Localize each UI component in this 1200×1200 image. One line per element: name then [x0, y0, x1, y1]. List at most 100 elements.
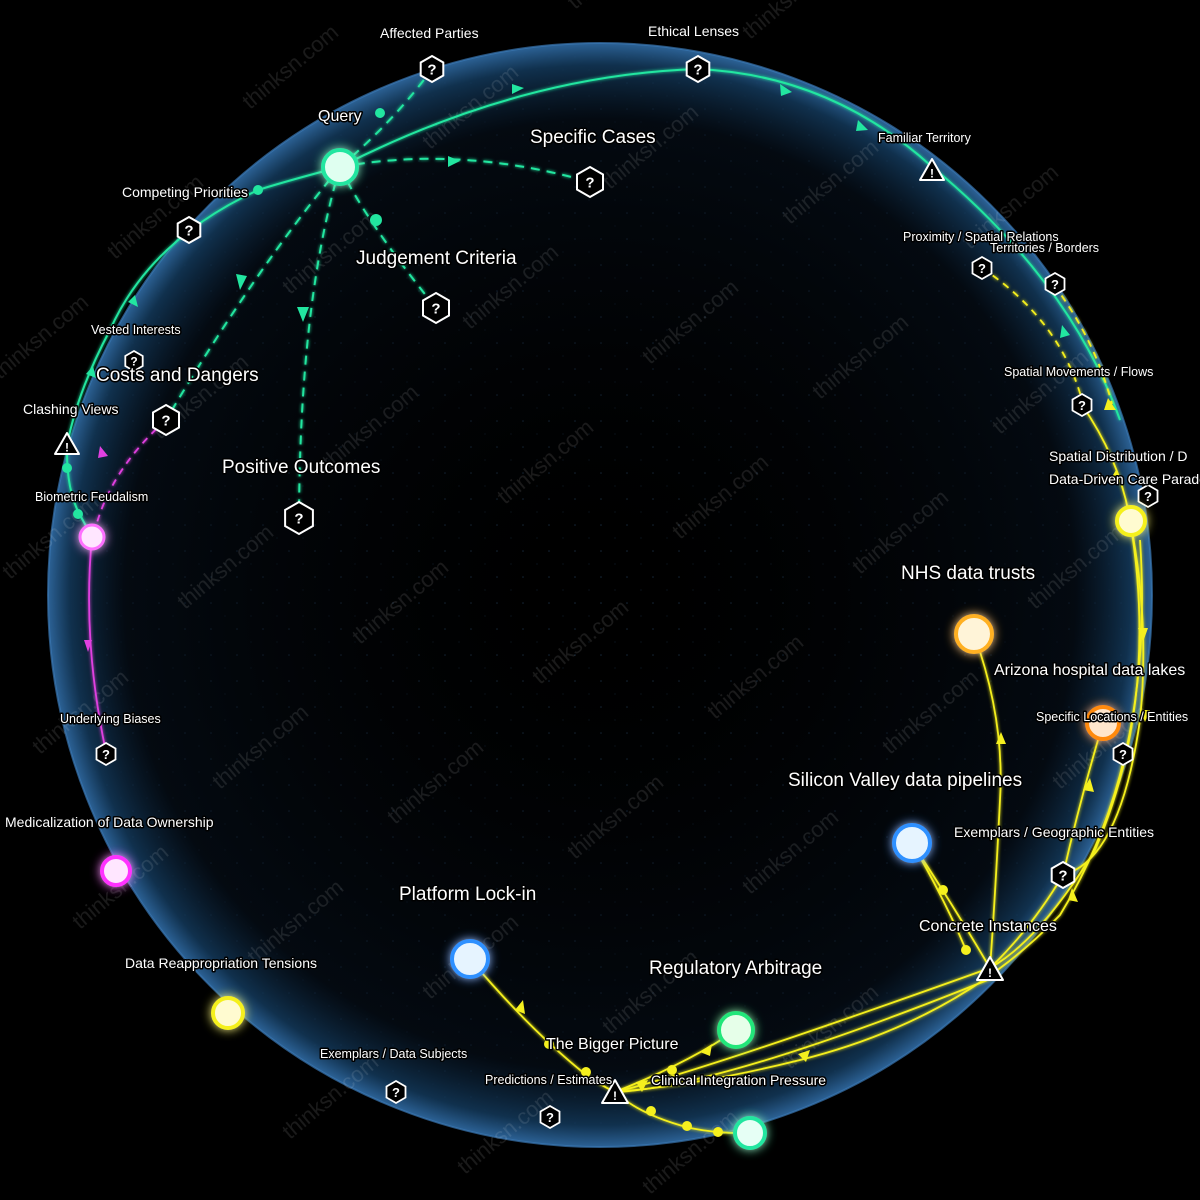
- svg-text:?: ?: [1119, 747, 1127, 762]
- question-hex-icon[interactable]: ?: [576, 165, 604, 199]
- svg-text:?: ?: [294, 511, 303, 528]
- waypoint-dot: [938, 885, 948, 895]
- question-hex-icon[interactable]: ?: [284, 500, 314, 536]
- warning-nodes: ! ! ! !: [54, 158, 1004, 1104]
- edge-competing-left-arc: [109, 189, 259, 331]
- edge-right-arc-1: [1062, 519, 1145, 876]
- arrow-marker: [798, 1050, 810, 1062]
- edge-proximity-spatial: [981, 267, 1083, 401]
- svg-text:?: ?: [427, 62, 436, 79]
- edge-platform-bigger: [469, 958, 616, 1093]
- question-hex-icon[interactable]: ?: [1071, 392, 1093, 418]
- arrow-marker: [515, 1000, 525, 1014]
- arizona-node[interactable]: [1085, 705, 1121, 741]
- arrow-marker: [1110, 470, 1122, 482]
- label-data-driven: Data-Driven Care Parado: [1049, 471, 1200, 487]
- svg-text:!: !: [613, 1089, 617, 1103]
- arrow-marker: [512, 84, 524, 94]
- svg-text:?: ?: [1058, 868, 1067, 885]
- waypoint-dot: [544, 1039, 554, 1049]
- biometric-feudalism-node[interactable]: [78, 523, 106, 551]
- svg-text:!: !: [65, 441, 69, 455]
- label-judgement-criteria: Judgement Criteria: [356, 248, 517, 269]
- waypoint-dot: [961, 945, 971, 955]
- label-competing-priorities: Competing Priorities: [122, 184, 248, 200]
- edge-ethical-lenses-familiar: [697, 68, 931, 166]
- label-silicon-valley: Silicon Valley data pipelines: [788, 770, 1022, 791]
- waypoint-dot: [682, 1121, 692, 1131]
- arrow-marker: [636, 1080, 648, 1092]
- label-spatial-distribution: Spatial Distribution / D: [1049, 448, 1188, 464]
- platform-lockin-node[interactable]: [450, 939, 490, 979]
- arrow-marker: [448, 156, 460, 167]
- waypoint-dot: [646, 1106, 656, 1116]
- arrow-marker: [700, 1044, 712, 1056]
- edge-bigger-clinical-b: [614, 974, 1001, 1093]
- magenta-arrows: [84, 446, 108, 652]
- question-hex-icon[interactable]: ?: [685, 54, 711, 84]
- edge-query-costs: [165, 166, 341, 421]
- question-hex-icon[interactable]: ?: [152, 403, 180, 437]
- question-hex-icon[interactable]: ?: [124, 349, 144, 373]
- question-hex-icon[interactable]: ?: [1137, 483, 1159, 509]
- svg-text:?: ?: [693, 62, 702, 79]
- question-hex-icon[interactable]: ?: [1112, 741, 1134, 767]
- edge-right-arc-2: [989, 519, 1141, 969]
- label-specific-locations: Specific Locations / Entities: [1036, 710, 1188, 724]
- label-medicalization: Medicalization of Data Ownership: [5, 814, 214, 830]
- nhs-node[interactable]: [954, 614, 994, 654]
- query-node[interactable]: [321, 148, 359, 186]
- label-spatial-movements: Spatial Movements / Flows: [1004, 365, 1153, 379]
- label-predictions: Predictions / Estimates: [485, 1073, 612, 1087]
- label-query: Query: [318, 108, 362, 125]
- label-clinical-integration: Clinical Integration Pressure: [651, 1072, 826, 1088]
- arrow-marker: [780, 84, 792, 96]
- question-nodes: ? ? ? ? ? ? ? ?: [95, 54, 1159, 1130]
- svg-text:?: ?: [392, 1085, 400, 1100]
- watermark: thinksn.com: [737, 0, 843, 44]
- arrow-marker: [84, 640, 92, 652]
- question-hex-icon[interactable]: ?: [971, 255, 993, 281]
- svg-text:!: !: [988, 966, 992, 980]
- warning-triangle-icon[interactable]: !: [976, 956, 1004, 981]
- arrow-marker: [98, 446, 108, 458]
- edge-query-affected: [339, 68, 433, 168]
- svg-text:!: !: [930, 167, 934, 181]
- svg-text:?: ?: [130, 355, 137, 369]
- question-hex-icon[interactable]: ?: [539, 1104, 561, 1130]
- question-hex-icon[interactable]: ?: [176, 215, 202, 245]
- regulatory-arbitrage-node[interactable]: [717, 1011, 755, 1049]
- lower-green-node[interactable]: [733, 1116, 767, 1150]
- warning-triangle-icon[interactable]: !: [601, 1079, 629, 1104]
- question-hex-icon[interactable]: ?: [1044, 271, 1066, 297]
- medicalization-node[interactable]: [100, 855, 132, 887]
- label-bigger-picture: The Bigger Picture: [546, 1036, 679, 1053]
- question-hex-icon[interactable]: ?: [422, 291, 450, 325]
- edge-query-judgement: [339, 166, 437, 309]
- question-hex-icon[interactable]: ?: [95, 741, 117, 767]
- warning-triangle-icon[interactable]: !: [919, 158, 945, 181]
- watermark: thinksn.com: [562, 0, 668, 14]
- label-positive-outcomes: Positive Outcomes: [222, 457, 380, 478]
- svg-text:?: ?: [1051, 277, 1059, 292]
- arrow-marker: [1104, 398, 1116, 410]
- svg-text:?: ?: [184, 223, 193, 240]
- arrow-marker: [1083, 778, 1094, 792]
- data-reappropriation-node[interactable]: [211, 996, 245, 1030]
- label-territories: Territories / Borders: [990, 241, 1099, 255]
- waypoint-dot: [375, 108, 385, 118]
- label-clashing-views: Clashing Views: [23, 401, 118, 417]
- waypoint-dot: [370, 214, 382, 226]
- label-concrete-instances: Concrete Instances: [919, 918, 1057, 935]
- silicon-valley-node[interactable]: [892, 823, 932, 863]
- question-hex-icon[interactable]: ?: [385, 1079, 407, 1105]
- warning-triangle-icon[interactable]: !: [54, 432, 80, 455]
- data-driven-node[interactable]: [1115, 505, 1147, 537]
- question-hex-icon[interactable]: ?: [1050, 860, 1076, 890]
- label-ethical-lenses: Ethical Lenses: [648, 23, 739, 39]
- label-biometric-feudalism: Biometric Feudalism: [35, 490, 148, 504]
- question-hex-icon[interactable]: ?: [419, 54, 445, 84]
- arrow-marker: [1060, 325, 1070, 338]
- sphere: [47, 42, 1153, 1148]
